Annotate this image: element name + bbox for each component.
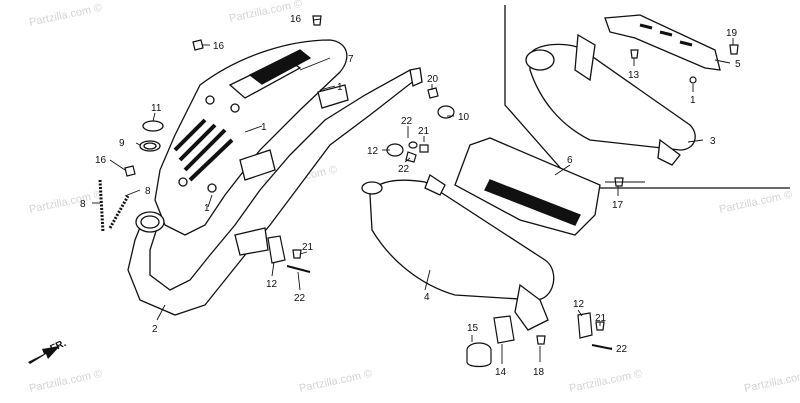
callout-22: 22 (294, 293, 306, 304)
callout-14: 14 (495, 367, 507, 378)
callout-12: 12 (367, 146, 379, 157)
callout-22: 22 (398, 164, 410, 175)
callout-4: 4 (424, 292, 430, 303)
callout-21: 21 (595, 313, 607, 324)
callout-22: 22 (401, 116, 413, 127)
callout-numbers: 16 16 7 1 1 1 11 9 16 8 8 2 4 6 3 5 1 13… (80, 14, 741, 378)
callout-9: 9 (119, 138, 125, 149)
watermark: Partzilla.com © (718, 189, 793, 216)
callout-11: 11 (151, 103, 162, 114)
heat-shield (154, 39, 348, 236)
callout-17: 17 (612, 200, 624, 211)
callout-12: 12 (266, 279, 278, 290)
leader-lines (92, 18, 734, 364)
callout-6: 6 (567, 155, 573, 166)
callout-19: 19 (726, 28, 738, 39)
muffler (361, 179, 555, 331)
callout-5: 5 (735, 59, 741, 70)
inset-boundary (504, 5, 790, 189)
watermark: Partzilla.com © (568, 368, 643, 395)
watermark: Partzilla.com © (28, 368, 103, 395)
exhaust-pipe (127, 67, 423, 316)
watermark: Partzilla.com © (28, 189, 103, 216)
callout-18: 18 (533, 367, 545, 378)
callout-21: 21 (302, 242, 314, 253)
callout-13: 13 (628, 70, 640, 81)
callout-3: 3 (710, 136, 716, 147)
callout-15: 15 (467, 323, 479, 334)
callout-1: 1 (261, 122, 267, 133)
front-direction-indicator: FR. (28, 338, 68, 364)
silencer (525, 33, 696, 166)
callout-8: 8 (145, 186, 151, 197)
watermark: Partzilla.com © (743, 368, 800, 395)
callout-8: 8 (80, 199, 86, 210)
watermark: Partzilla.com © (298, 368, 373, 395)
callout-1: 1 (690, 95, 696, 106)
callout-20: 20 (427, 74, 439, 85)
silencer-bracket (604, 14, 721, 71)
callout-7: 7 (348, 54, 354, 65)
callout-2: 2 (152, 324, 158, 335)
callout-16: 16 (95, 155, 107, 166)
callout-22: 22 (616, 344, 628, 355)
callout-16: 16 (290, 14, 302, 25)
front-arrow-icon (28, 346, 60, 364)
callout-12: 12 (573, 299, 585, 310)
callout-16: 16 (213, 41, 225, 52)
muffler-guard (424, 137, 601, 236)
callout-21: 21 (418, 126, 430, 137)
callout-1: 1 (204, 203, 210, 214)
callout-10: 10 (458, 112, 470, 123)
callout-1: 1 (337, 82, 343, 93)
front-label: FR. (49, 338, 68, 355)
fasteners (124, 15, 739, 368)
watermark: Partzilla.com © (28, 2, 103, 29)
